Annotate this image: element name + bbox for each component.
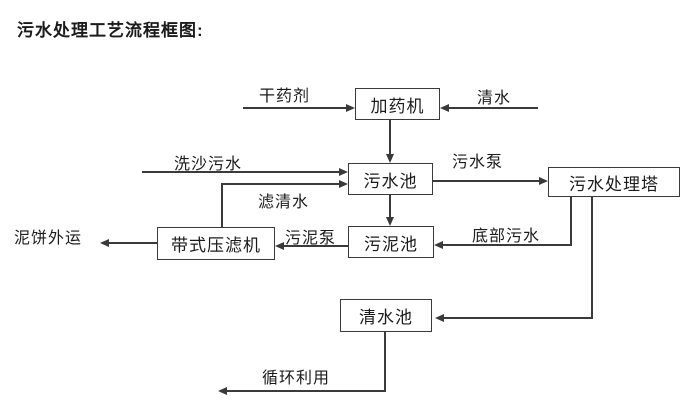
edge-sewage-pump-line [433,180,540,182]
edge-clean-water-line [449,107,538,109]
arrowhead-down-icon [386,217,394,226]
arrowhead-left-icon [100,239,109,247]
arrowhead-left-icon [275,242,284,250]
label-sewage-pump: 污水泵 [452,154,504,171]
edge-dry-chemical-line [243,107,347,109]
edge-sand-washing-line [142,171,340,173]
arrowhead-right-icon [339,168,348,176]
arrowhead-left-icon [435,314,444,322]
label-sand-washing-sewage: 洗沙污水 [174,156,243,173]
edge-filtered-water-line [222,183,340,185]
edge-bottom-sewage-hline [443,244,572,246]
arrowhead-right-icon [339,180,348,188]
edge-mud-cake-line [109,242,157,244]
label-filtered-water: 滤清水 [258,194,310,211]
label-sludge-pump: 污泥泵 [285,230,337,247]
node-sewage-pool: 污水池 [348,163,433,195]
node-sewage-treatment-tower: 污水处理塔 [548,167,680,197]
label-recycle-use: 循环利用 [262,370,331,387]
arrowhead-left-icon [218,387,227,395]
arrowhead-left-icon [434,241,443,249]
edge-filtered-water-riser-line [221,183,223,228]
label-mud-cake-out: 泥饼外运 [14,230,83,247]
node-sludge-pool: 污泥池 [348,226,434,258]
edge-sludge-pump-line [284,245,348,247]
label-clean-water: 清水 [477,90,512,107]
arrowhead-down-icon [386,154,394,163]
edge-sewage-to-sludge-line [389,195,391,218]
label-bottom-sewage: 底部污水 [472,228,541,245]
arrowhead-right-icon [346,104,355,112]
edge-bottom-sewage-vline [570,197,572,246]
node-belt-filter-press: 带式压滤机 [157,227,275,260]
edge-recycle-line [227,390,385,392]
edge-dosing-to-sewage-line [389,120,391,155]
node-clean-water-pool: 清水池 [340,299,432,332]
node-dosing-machine: 加药机 [355,88,440,120]
arrowhead-left-icon [440,104,449,112]
page-title: 污水处理工艺流程框图: [17,21,204,40]
label-dry-chemical: 干药剂 [259,88,311,105]
edge-tower-to-clean-hline [444,317,592,319]
edge-clean-pool-down-line [384,332,386,392]
edge-tower-to-clean-vline [591,197,593,319]
arrowhead-right-icon [539,177,548,185]
